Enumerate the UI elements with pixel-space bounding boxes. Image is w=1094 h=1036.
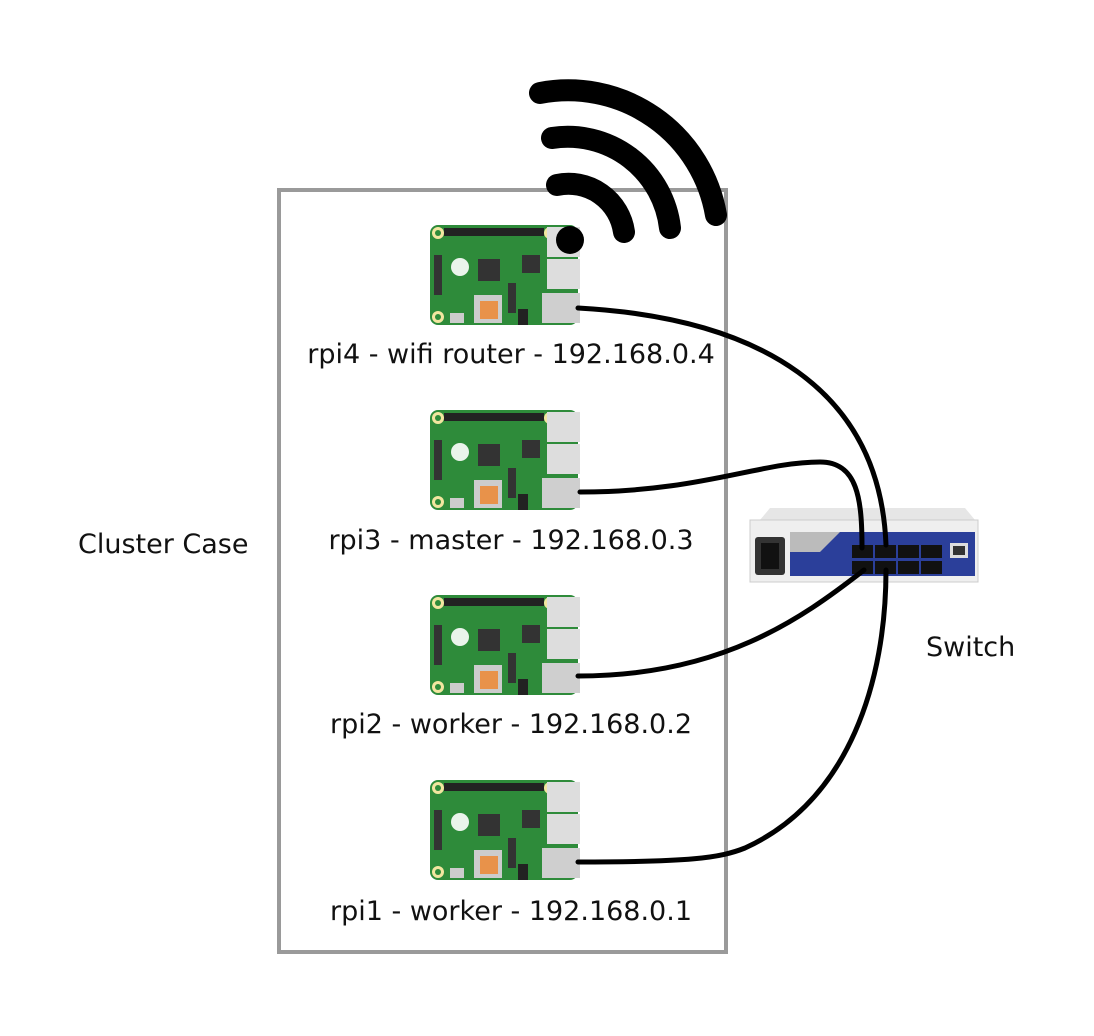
node-label-rpi1: rpi1 - worker - 192.168.0.1 xyxy=(330,896,692,927)
node-label-rpi4: rpi4 - wifi router - 192.168.0.4 xyxy=(307,339,715,370)
cluster-case-label: Cluster Case xyxy=(78,529,249,560)
ethernet-cable-rpi1 xyxy=(575,567,889,865)
switch-label: Switch xyxy=(926,632,1015,663)
ethernet-cable-rpi2 xyxy=(575,567,867,679)
raspberry-pi-board-icon xyxy=(430,595,580,695)
wifi-icon xyxy=(529,79,727,254)
node-label-rpi2: rpi2 - worker - 192.168.0.2 xyxy=(330,709,692,740)
cluster-case-outline xyxy=(277,188,728,954)
raspberry-pi-board-icon xyxy=(430,780,580,880)
ethernet-cable-rpi4 xyxy=(575,305,889,548)
node-label-rpi3: rpi3 - master - 192.168.0.3 xyxy=(328,525,693,556)
raspberry-pi-board-icon xyxy=(430,410,580,510)
ethernet-cable-rpi3 xyxy=(577,459,865,551)
network-switch-icon xyxy=(749,508,979,583)
